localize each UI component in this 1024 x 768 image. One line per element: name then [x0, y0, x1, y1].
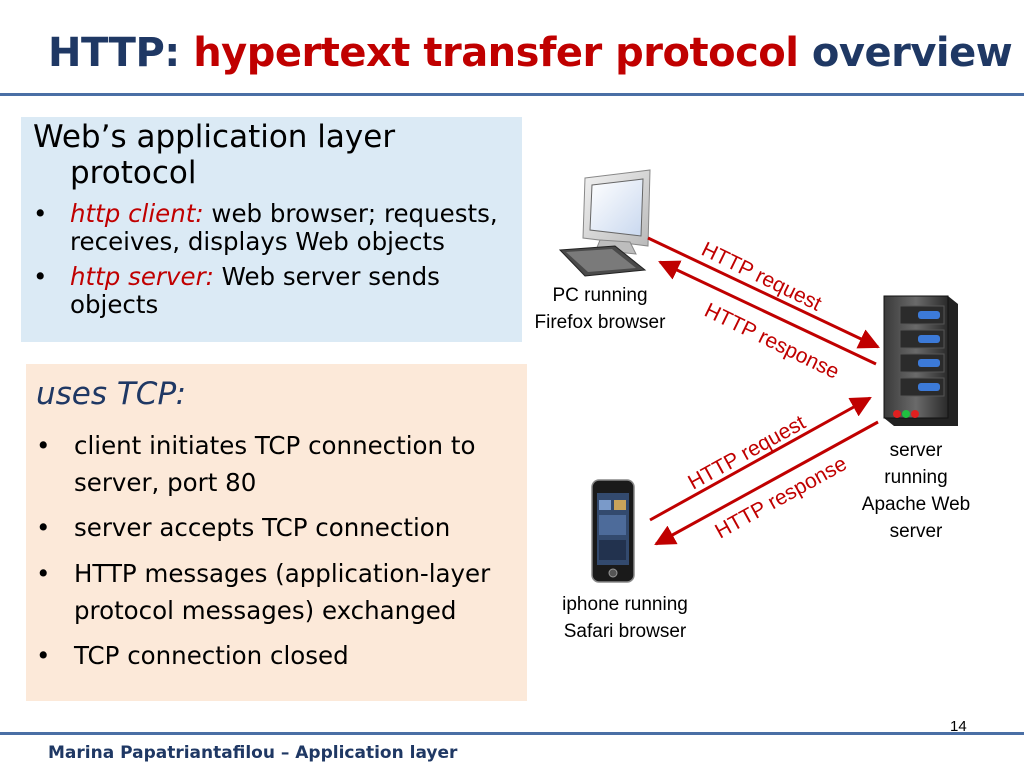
footer-divider	[0, 732, 1024, 735]
arrow-http-request-phone	[649, 396, 872, 522]
label-http-response-top: HTTP response	[701, 299, 843, 384]
definition-heading-line1: Web’s application layer	[33, 119, 396, 155]
arrow-http-response-phone	[654, 420, 879, 546]
definition-heading-line2: protocol	[70, 155, 197, 191]
server-label-line2: running	[884, 467, 948, 488]
list-item: • http client: web browser; requests, re…	[33, 200, 518, 256]
phone-label: iphone running Safari browser	[540, 591, 710, 645]
desktop-pc-icon	[558, 169, 651, 277]
server-label: server running Apache Web server	[846, 437, 986, 545]
term-description: web browser; requests, receives, display…	[70, 199, 498, 256]
pc-label-line2: Firefox browser	[534, 312, 666, 333]
tcp-box: uses TCP: • client initiates TCP connect…	[26, 364, 527, 701]
arrow-http-request-pc	[647, 236, 880, 349]
definition-box: Web’s application layer protocol • http …	[21, 117, 522, 342]
phone-label-line1: iphone running	[562, 594, 688, 615]
keyboard-icon	[558, 245, 647, 277]
title-highlight: hypertext transfer protocol	[193, 30, 799, 76]
definition-heading: Web’s application layer protocol	[33, 119, 513, 191]
bullet: •	[33, 262, 48, 291]
tcp-heading: uses TCP:	[36, 376, 187, 412]
term-http-client: http client:	[70, 199, 204, 228]
pc-label-line1: PC running	[552, 285, 648, 306]
page-number: 14	[950, 718, 967, 735]
list-item-text: TCP connection closed	[74, 641, 349, 670]
server-tower-icon	[883, 295, 958, 426]
smartphone-icon	[591, 479, 635, 583]
title-divider	[0, 93, 1024, 96]
list-item-text: server accepts TCP connection	[74, 513, 451, 542]
list-item: • HTTP messages (application-layer proto…	[36, 555, 516, 629]
list-item: • client initiates TCP connection to ser…	[36, 427, 516, 501]
server-label-line4: server	[889, 521, 943, 542]
phone-label-line2: Safari browser	[563, 621, 687, 642]
term-http-server: http server:	[70, 262, 214, 291]
title-prefix: HTTP:	[48, 30, 194, 76]
server-label-line3: Apache Web	[861, 494, 971, 515]
bullet: •	[33, 199, 48, 228]
bullet: •	[36, 513, 51, 542]
bullet: •	[36, 641, 51, 670]
bullet: •	[36, 559, 51, 588]
pc-label: PC running Firefox browser	[518, 282, 682, 336]
term-description: Web server sends objects	[70, 262, 440, 319]
list-item-text: HTTP messages (application-layer protoco…	[74, 559, 491, 625]
arrow-http-response-pc	[658, 260, 877, 366]
list-item-text: client initiates TCP connection to serve…	[74, 431, 476, 497]
server-label-line1: server	[889, 440, 943, 461]
list-item: • TCP connection closed	[36, 637, 516, 674]
page-title: HTTP: hypertext transfer protocol overvi…	[48, 30, 1013, 76]
footer-text: Marina Papatriantafilou – Application la…	[48, 743, 458, 763]
list-item: • http server: Web server sends objects	[33, 263, 518, 319]
bullet: •	[36, 431, 51, 460]
list-item: • server accepts TCP connection	[36, 509, 516, 546]
title-suffix: overview	[798, 30, 1013, 76]
